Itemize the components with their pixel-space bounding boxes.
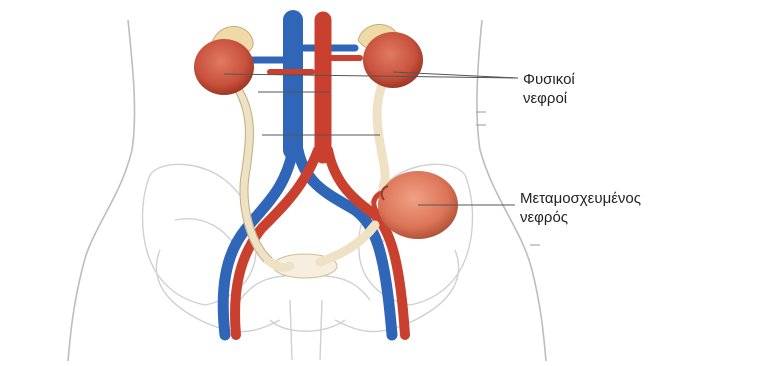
native-kidneys-label-line1: Φυσικοί	[523, 71, 575, 89]
native-kidneys-label-line2: νεφροί	[523, 90, 567, 108]
right-native-kidney	[363, 32, 423, 88]
leader-lines	[224, 72, 518, 205]
transplanted-kidney-label-line2: νεφρός	[520, 209, 568, 227]
transplanted-kidney-label-line1: Μεταμοσχευμένος	[520, 190, 641, 208]
left-native-kidney	[194, 39, 254, 95]
